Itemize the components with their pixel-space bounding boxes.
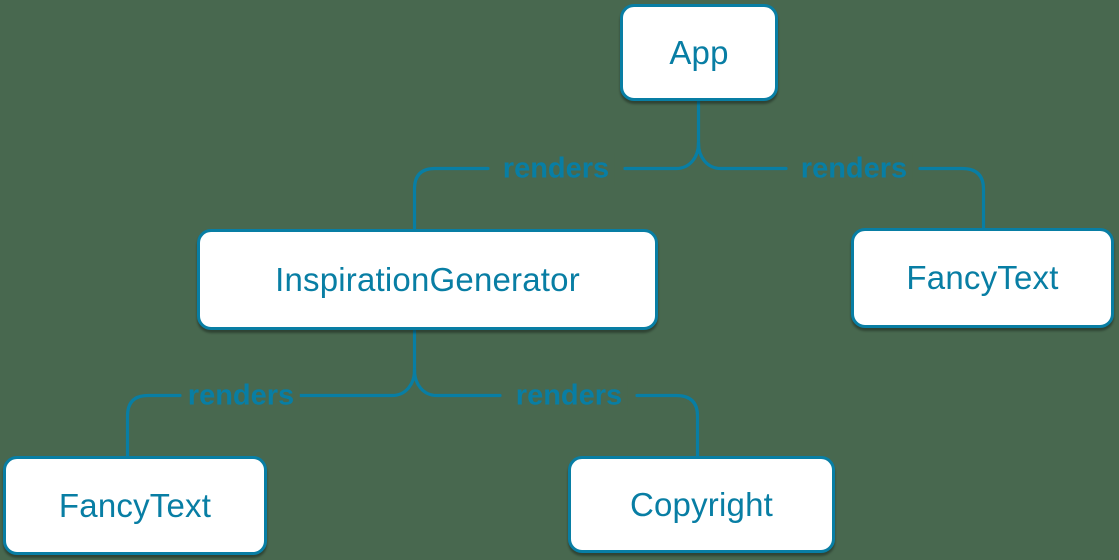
edge-label-app-inspirationgenerator: renders [496,152,616,186]
edge-label-inspirationgenerator-copyright: renders [509,379,629,413]
node-fancy-text-bottom-label: FancyText [58,486,212,524]
edge-app-inspirationgenerator-line-b [412,166,490,232]
edge-app-fancytext-line-a [696,141,788,171]
node-copyright-label: Copyright [629,485,774,523]
node-app: App [620,4,778,101]
node-app-label: App [669,33,729,71]
edge-inspirationgenerator-fancytext-line-b [125,393,182,459]
edge-inspirationgenerator-copyright-line-b [635,393,700,459]
edge-app-inspirationgenerator-line-a [623,141,701,171]
node-fancy-text-bottom: FancyText [3,456,267,555]
node-inspiration-generator-label: InspirationGenerator [275,260,580,298]
node-copyright: Copyright [568,456,835,553]
edge-inspirationgenerator-copyright-line-a [412,368,502,398]
node-fancy-text-top: FancyText [851,228,1114,328]
node-fancy-text-top-label: FancyText [906,259,1059,296]
edge-inspirationgenerator-fancytext-line-a [295,368,417,398]
edge-app-fancytext-line-b [918,166,986,231]
edge-label-inspirationgenerator-fancytext: renders [181,379,301,413]
edge-label-app-fancytext: renders [794,152,914,186]
node-inspiration-generator: InspirationGenerator [197,229,658,330]
